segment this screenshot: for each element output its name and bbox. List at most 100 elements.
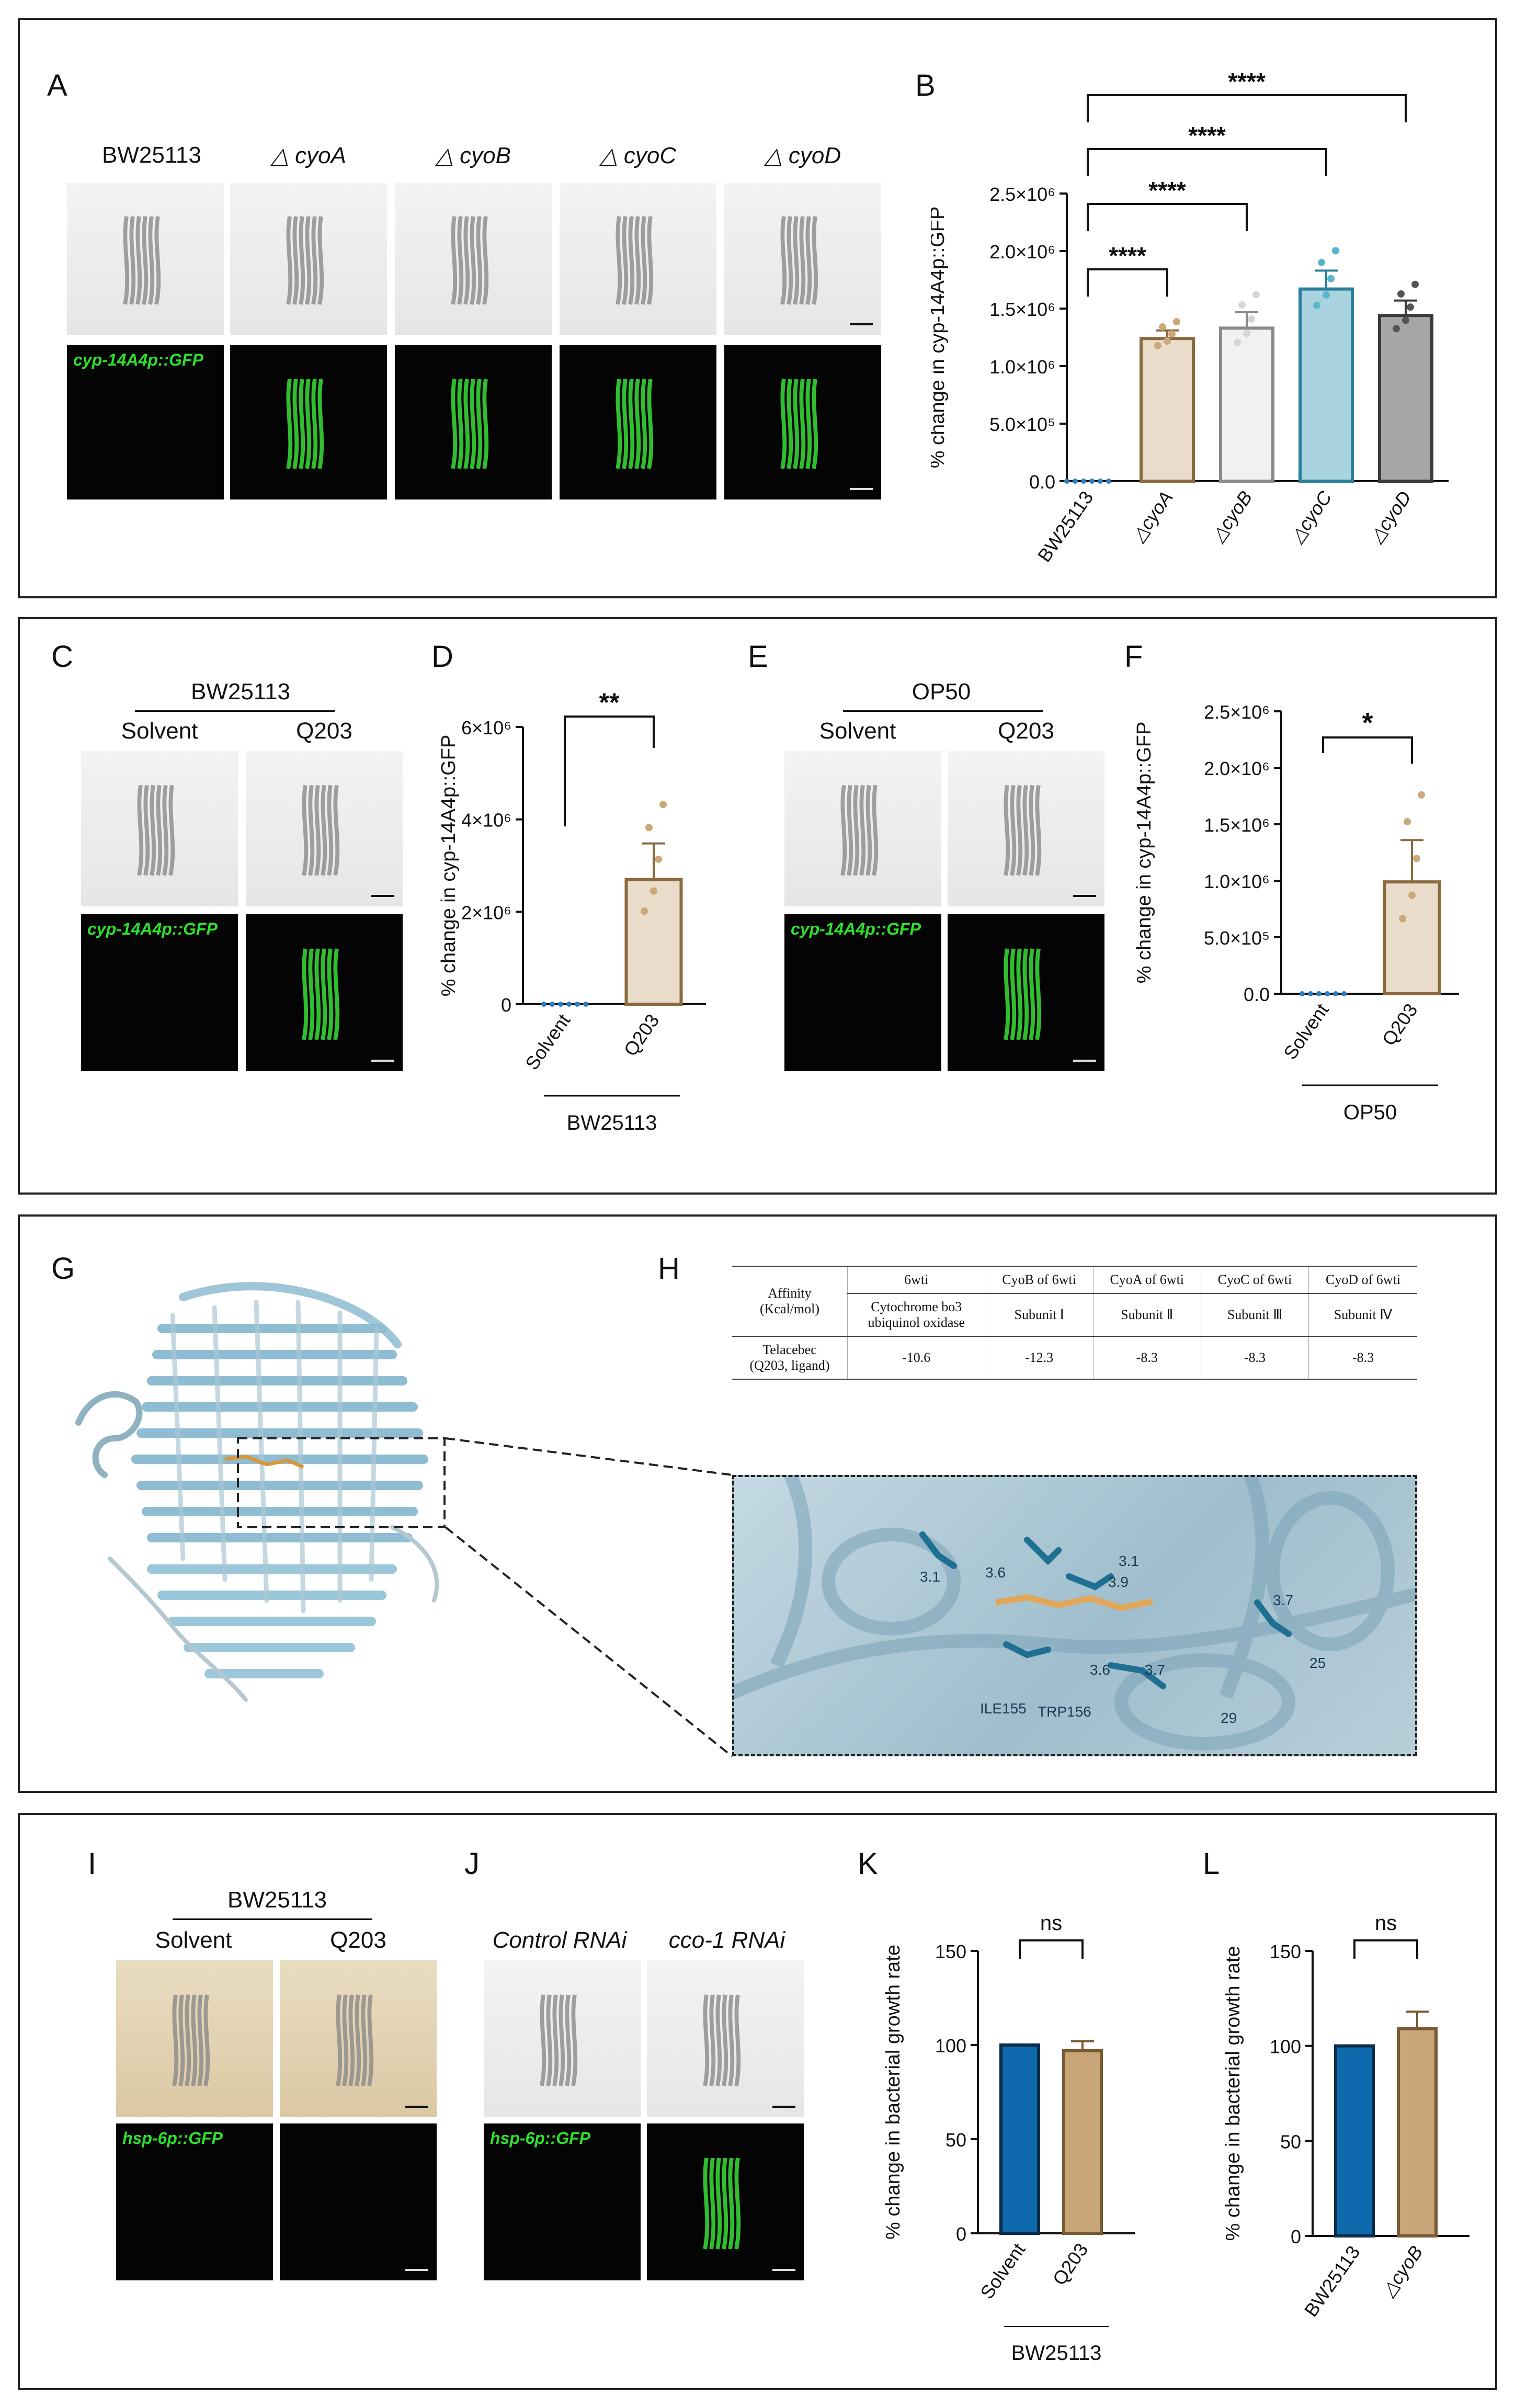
docking-zoom: 3.1 3.6 3.1 3.9 3.7 3.6 3.7 ILE155 TRP15…: [732, 1475, 1417, 1756]
data-point: [659, 801, 667, 809]
data-point: [1073, 479, 1078, 484]
panel-label-a: A: [47, 69, 67, 103]
data-point: [655, 855, 662, 863]
bar: [1397, 2027, 1438, 2237]
table-sub-header: Cytochrome bo3 ubiquinol oxidase: [847, 1293, 985, 1336]
y-tick-label: 0: [1291, 2226, 1301, 2247]
data-point: [1393, 325, 1400, 333]
header-cyoa: △ cyoA: [271, 143, 346, 168]
significance-label: ****: [1109, 242, 1146, 269]
table-sub-header: Subunit Ⅱ: [1092, 1293, 1201, 1336]
y-tick-label: 2.0×10⁶: [1204, 758, 1270, 779]
header-c-solvent: Solvent: [121, 718, 198, 744]
data-point: [1316, 991, 1322, 996]
data-point: [1308, 991, 1313, 996]
bar: [1334, 2044, 1375, 2237]
scale-bar: [772, 2106, 795, 2108]
bar: [999, 2043, 1040, 2235]
header-j-control: Control RNAi: [492, 1927, 627, 1953]
y-axis-label: % change in cyp-14A4p::GFP: [1133, 722, 1155, 984]
y-tick-label: 1.0×10⁶: [989, 356, 1055, 378]
header-cyob: △ cyoB: [436, 143, 511, 168]
reporter-label: cyp-14A4p::GFP: [791, 919, 921, 938]
y-tick-label: 2×10⁶: [461, 902, 511, 923]
y-tick-label: 150: [1270, 1941, 1301, 1962]
significance-bracket: [1087, 203, 1248, 231]
data-point: [1248, 315, 1255, 323]
brightfield-image: [724, 183, 881, 335]
table-sub-header: Subunit Ⅰ: [985, 1293, 1093, 1336]
y-axis-label: % change in cyp-14A4p::GFP: [438, 735, 460, 997]
data-point: [1332, 247, 1339, 255]
data-point: [1154, 342, 1161, 349]
y-tick-label: 50: [1280, 2131, 1301, 2152]
svg-text:29: 29: [1221, 1710, 1237, 1726]
header-j-cco1: cco-1 RNAi: [668, 1927, 785, 1953]
panel-label-e: E: [748, 640, 768, 674]
header-c-q203: Q203: [296, 718, 352, 744]
data-point: [650, 887, 657, 895]
svg-text:25: 25: [1309, 1655, 1326, 1671]
data-point: [1408, 891, 1416, 899]
data-point: [1418, 791, 1425, 799]
data-point: [1399, 915, 1406, 923]
zoom-box: [237, 1437, 446, 1528]
data-point: [566, 1002, 572, 1007]
data-point: [583, 1002, 588, 1007]
data-point: [1252, 291, 1260, 299]
y-tick-label: 5.0×10⁵: [1204, 927, 1270, 949]
brightfield-image: [395, 183, 552, 335]
brightfield-image: [81, 751, 238, 906]
significance-bracket: [1087, 94, 1407, 122]
data-point: [558, 1002, 563, 1007]
data-point: [1106, 479, 1111, 484]
data-point: [1243, 330, 1250, 337]
fluorescence-image: [948, 914, 1104, 1071]
significance-label: ****: [1188, 122, 1226, 149]
y-tick-label: 0.0: [1029, 471, 1055, 493]
x-tick-label: BW25113: [1300, 2242, 1364, 2321]
y-tick-label: 50: [946, 2129, 966, 2151]
reporter-label: hsp-6p::GFP: [490, 2129, 590, 2148]
bar: [1140, 337, 1195, 483]
protein-structure: [75, 1282, 446, 1702]
brightfield-image: [246, 751, 403, 906]
y-tick-label: 2.5×10⁶: [1204, 701, 1270, 723]
scale-bar: [1073, 1060, 1096, 1062]
reporter-label: hsp-6p::GFP: [122, 2129, 223, 2148]
table-col-header: CyoD of 6wti: [1308, 1266, 1417, 1293]
significance-label: ****: [1148, 177, 1186, 204]
panel-label-j: J: [464, 1847, 480, 1881]
svg-text:3.6: 3.6: [985, 1564, 1006, 1581]
data-point: [1413, 855, 1420, 862]
chart-d: % change in cyp-14A4p::GFP02×10⁶4×10⁶6×1…: [438, 688, 706, 1134]
svg-text:ILE155: ILE155: [980, 1700, 1027, 1717]
significance-bracket: [1087, 148, 1327, 176]
fluorescence-image: hsp-6p::GFP: [484, 2123, 641, 2280]
svg-text:3.7: 3.7: [1273, 1592, 1293, 1608]
bar: [1062, 2049, 1103, 2235]
data-point: [1098, 479, 1103, 484]
data-point: [550, 1002, 555, 1007]
y-tick-label: 100: [1270, 2036, 1301, 2058]
significance-label: *: [1362, 707, 1373, 739]
y-tick-label: 0: [956, 2223, 966, 2245]
data-point: [1327, 275, 1335, 282]
reporter-label: cyp-14A4p::GFP: [73, 350, 203, 369]
brightfield-image: [784, 751, 941, 906]
panel-label-f: F: [1124, 640, 1143, 674]
table-cell: -10.6: [847, 1336, 985, 1380]
fluorescence-image: cyp-14A4p::GFP: [81, 914, 238, 1071]
group-label: BW25113: [567, 1111, 657, 1134]
table-col-header: CyoC of 6wti: [1200, 1266, 1309, 1293]
svg-text:3.6: 3.6: [1090, 1662, 1110, 1678]
data-point: [1323, 291, 1330, 299]
data-point: [575, 1002, 580, 1007]
y-tick-label: 4×10⁶: [461, 810, 511, 831]
y-axis-label: % change in bacterial growth rate: [882, 1945, 904, 2240]
bar: [1383, 880, 1441, 995]
group-bar-i: [173, 1918, 372, 1920]
panel-label-g: G: [51, 1252, 75, 1286]
header-cyoc: △ cyoC: [599, 143, 677, 168]
significance-bracket: [1322, 736, 1413, 764]
